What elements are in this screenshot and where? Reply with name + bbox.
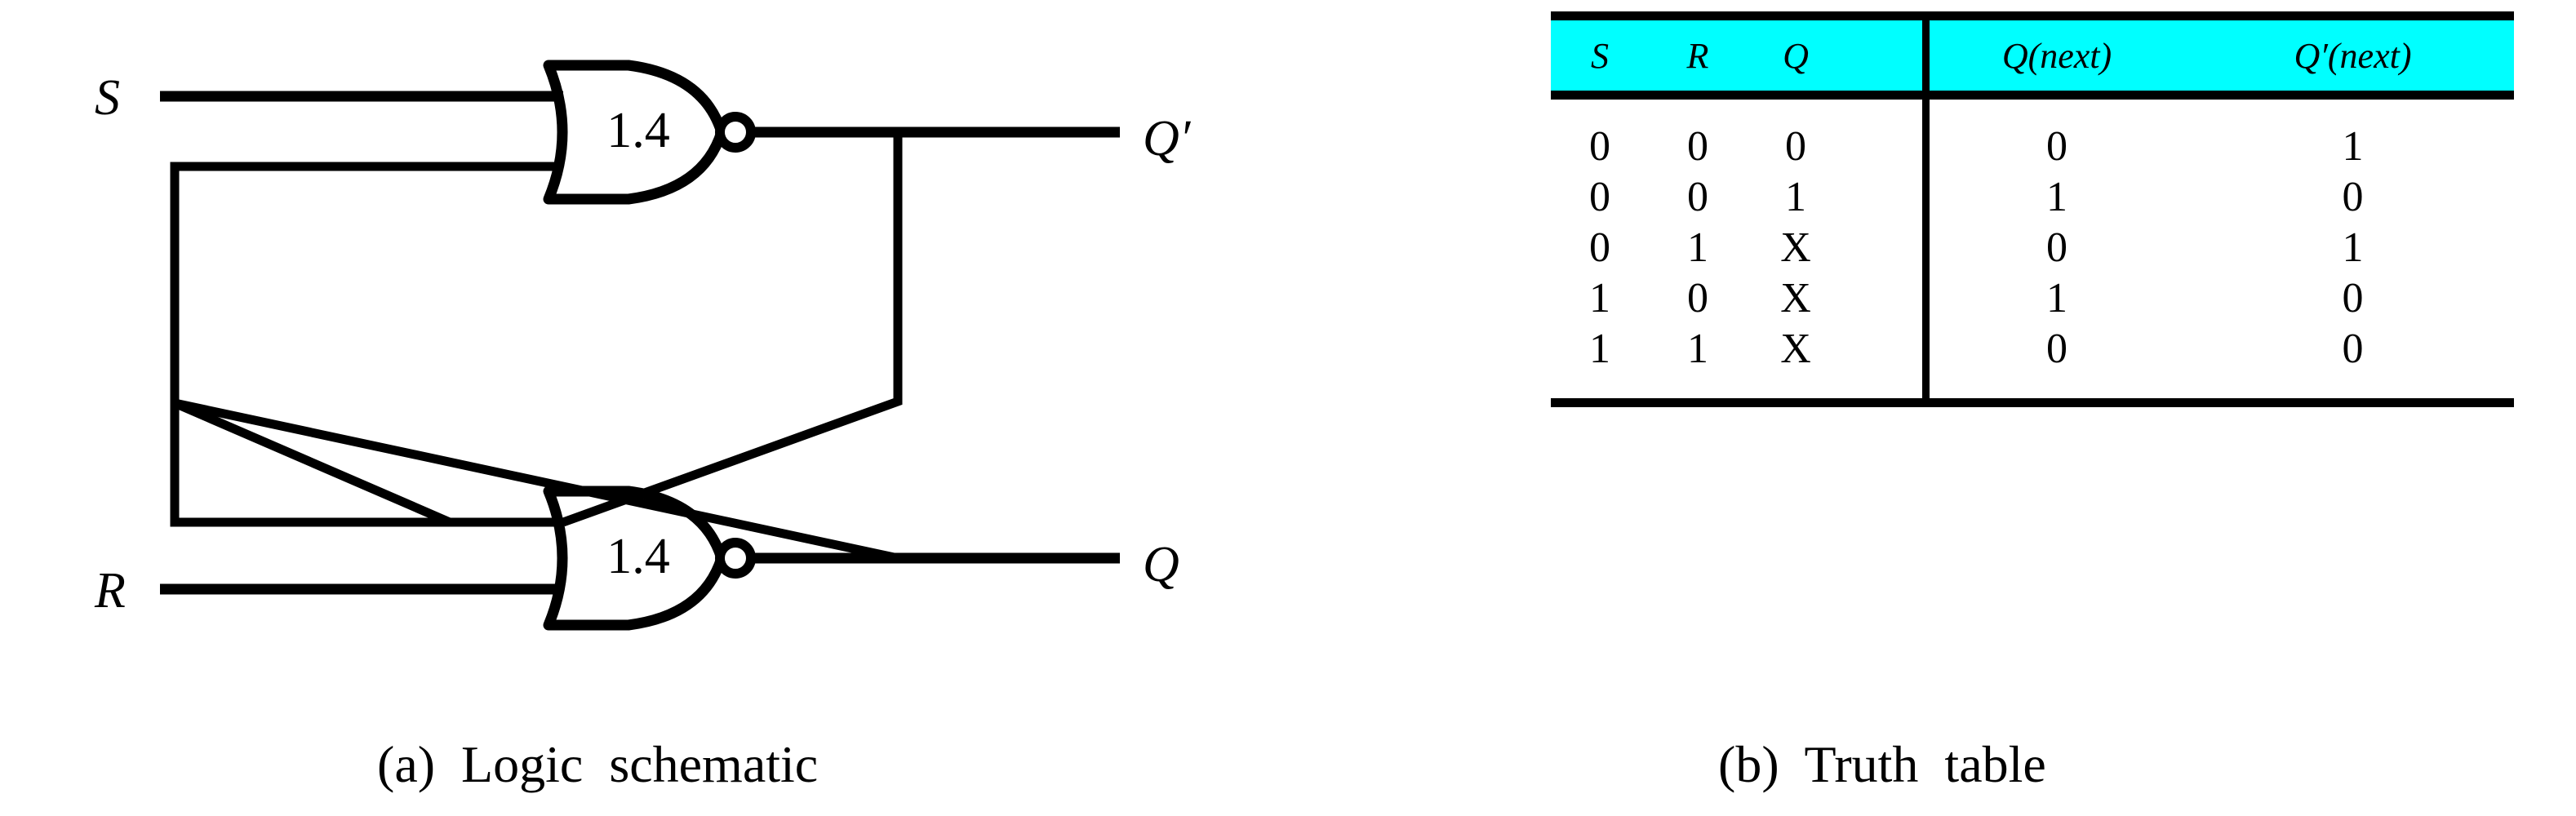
- cell-s: 1: [1589, 274, 1610, 322]
- cell-q: X: [1780, 224, 1811, 271]
- table-rule-bottom: [1551, 398, 2514, 407]
- table-header-row: S R Q Q(next) Q′(next): [1551, 20, 2514, 91]
- table-header-divider: [1922, 20, 1930, 91]
- nor-gate-bottom-bubble: [715, 538, 756, 579]
- schematic-canvas: 1.4 1.4: [94, 60, 1192, 631]
- header-cell-q-next: Q(next): [2001, 35, 2112, 76]
- nor-gate-top-bubble: [715, 112, 756, 153]
- label-q: Q: [1143, 537, 1179, 592]
- cell-s: 0: [1589, 173, 1610, 220]
- cell-r: 0: [1687, 122, 1708, 170]
- wire-bottom-gate-upper-input: [170, 403, 563, 527]
- wire-unused: [175, 166, 898, 522]
- cell-q-prime-next: 1: [2342, 122, 2364, 170]
- cell-r: 0: [1687, 274, 1708, 322]
- cell-r: 0: [1687, 173, 1708, 220]
- label-s: S: [95, 70, 120, 126]
- truth-table: S R Q Q(next) Q′(next) 0 0 0 0 1 0: [1551, 11, 2514, 407]
- cell-r: 1: [1687, 325, 1708, 372]
- cell-r: 1: [1687, 224, 1708, 271]
- nor-gate-top-body: [543, 60, 727, 205]
- label-q-prime: Q′: [1143, 111, 1192, 166]
- table-body: 0 0 0 0 1 0 0 1 1 0 0 1 X 0 1: [1551, 100, 2514, 398]
- table-rule-top: [1551, 11, 2514, 20]
- cell-q: 1: [1785, 173, 1806, 220]
- cell-s: 1: [1589, 325, 1610, 372]
- wire-q-crosscouple: [170, 162, 899, 563]
- cell-q: X: [1780, 325, 1811, 372]
- cell-q: X: [1780, 274, 1811, 322]
- wire-feedback-q-to-top-gate: [170, 162, 563, 527]
- table-row: 0 0 0 0 1: [1551, 121, 2514, 171]
- table-row: 0 1 X 0 1: [1551, 222, 2514, 273]
- caption-b: (b) Truth table: [1718, 735, 2046, 793]
- cell-q-next: 0: [2046, 122, 2067, 170]
- table-row: 1 1 X 0 0: [1551, 323, 2514, 374]
- header-cell-r: R: [1686, 35, 1709, 76]
- cell-s: 0: [1589, 122, 1610, 170]
- header-cell-q-prime-next: Q′(next): [2294, 35, 2412, 76]
- cell-q-next: 1: [2046, 173, 2067, 220]
- table-body-top-pad: [1551, 100, 2514, 121]
- wire-q-prime-crosscouple: [562, 132, 903, 527]
- cell-q-next: 0: [2046, 224, 2067, 271]
- cell-q-next: 0: [2046, 325, 2067, 372]
- label-r: R: [94, 563, 126, 619]
- table-row: 1 0 X 1 0: [1551, 273, 2514, 323]
- cell-q-prime-next: 1: [2342, 224, 2364, 271]
- header-cell-q: Q: [1783, 35, 1809, 76]
- cell-q: 0: [1785, 122, 1806, 170]
- nor-gate-bottom-label: 1.4: [606, 529, 670, 584]
- table-row: 0 0 1 1 0: [1551, 171, 2514, 222]
- cell-q-prime-next: 0: [2342, 274, 2364, 322]
- cell-s: 0: [1589, 224, 1610, 271]
- nor-gate-top-label: 1.4: [606, 103, 670, 158]
- logic-schematic: 1.4 1.4: [0, 0, 1273, 710]
- cell-q-prime-next: 0: [2342, 173, 2364, 220]
- table-body-bottom-pad: [1551, 374, 2514, 398]
- table-rule-middle: [1551, 91, 2514, 100]
- caption-a: (a) Logic schematic: [377, 735, 819, 793]
- cell-q-next: 1: [2046, 274, 2067, 322]
- header-cell-s: S: [1591, 35, 1609, 76]
- cell-q-prime-next: 0: [2342, 325, 2364, 372]
- table-body-divider: [1922, 100, 1930, 398]
